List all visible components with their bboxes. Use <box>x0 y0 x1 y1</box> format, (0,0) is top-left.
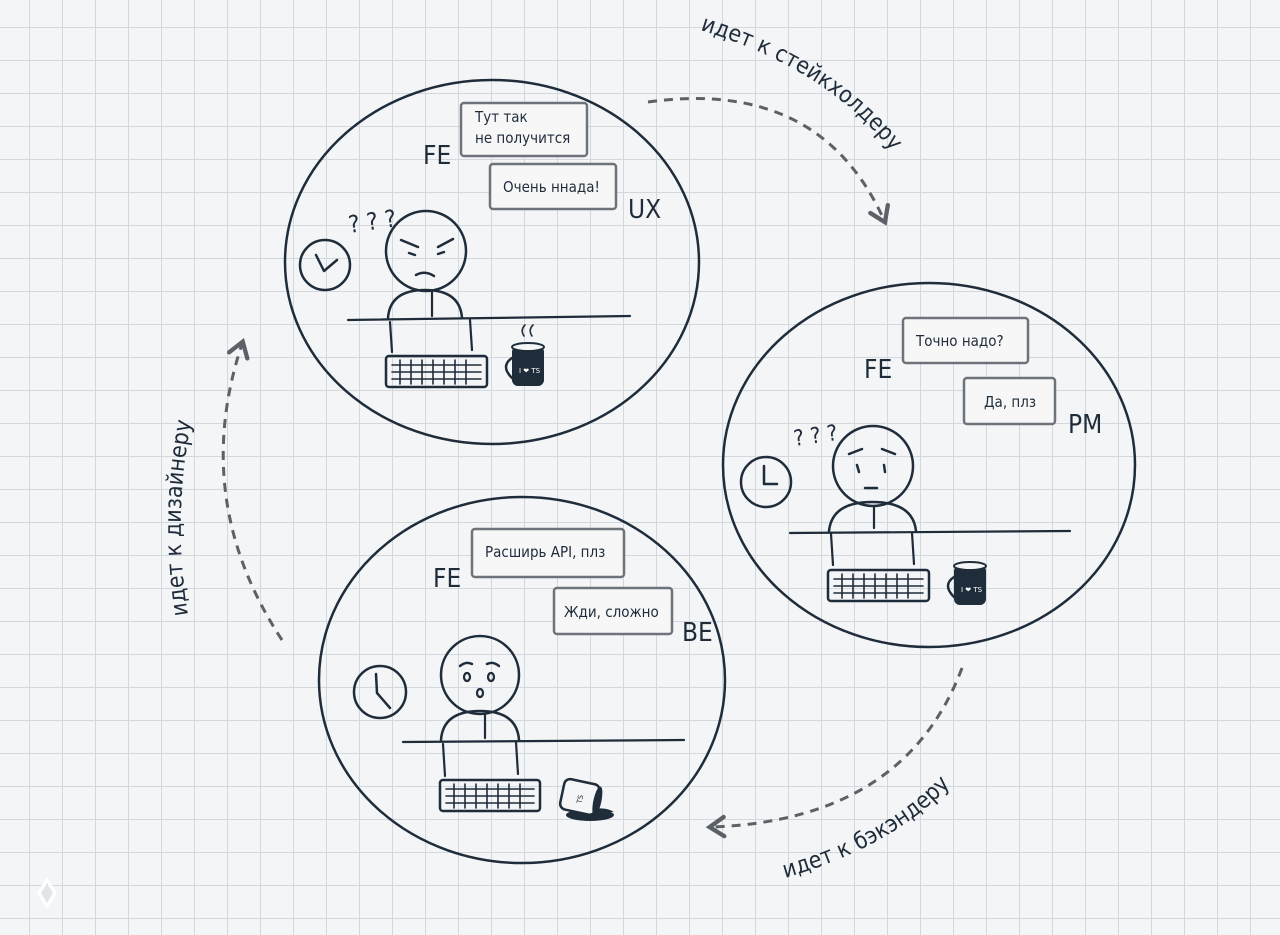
mug-label: TS <box>575 794 585 806</box>
thought-question-marks: ? ? ? <box>792 421 839 452</box>
developer-worried <box>827 424 918 533</box>
transition-label: идет к стейкхолдеру <box>698 11 907 155</box>
developer-angry <box>384 209 468 320</box>
speech-bubble-ux: Очень ннада! <box>488 162 618 211</box>
developer-sad <box>439 634 521 742</box>
bubble-text: Жди, сложно <box>564 603 659 621</box>
speech-bubble-fe: Расширь API, плз <box>470 527 626 579</box>
clock-icon <box>352 664 408 720</box>
speaker-label-fe: FE <box>423 141 451 171</box>
keyboard-icon <box>438 778 542 813</box>
scene-designer: Тут так не получится FE Очень ннада! UX … <box>283 78 701 446</box>
desk-line <box>346 314 632 322</box>
desk-line <box>788 529 1072 535</box>
coffee-mug-icon: I ❤ TS <box>504 324 545 386</box>
coffee-mug-icon: I ❤ TS <box>946 561 987 605</box>
speaker-label-fe: FE <box>433 564 461 594</box>
speech-bubble-pm: Да, плз <box>962 376 1057 426</box>
scene-backend: Расширь API, плз FE Жди, сложно BE <box>317 495 727 865</box>
bubble-text: Очень ннада! <box>503 178 600 196</box>
scene-stakeholder-circle <box>721 281 1137 649</box>
clock-icon <box>739 455 793 509</box>
bubble-text: Расширь API, плз <box>485 543 605 561</box>
mug-label: I ❤ TS <box>519 367 541 375</box>
speaker-label-be: BE <box>682 618 713 648</box>
bubble-text: Точно надо? <box>915 332 1004 350</box>
transition-label: идет к дизайнеру <box>161 418 197 618</box>
bubble-text: Да, плз <box>984 393 1036 411</box>
arrow-to-backend: идет к бэкэндеру <box>705 667 964 884</box>
speaker-label-fe: FE <box>864 355 892 385</box>
mug-label: I ❤ TS <box>961 586 983 594</box>
bubble-text-line2: не получится <box>475 129 570 147</box>
spilled-mug-icon: TS <box>558 777 614 821</box>
desk-line <box>401 738 686 744</box>
arrow-to-stakeholder: идет к стейкхолдеру <box>647 11 908 226</box>
keyboard-icon <box>384 354 489 389</box>
scene-backend-circle <box>317 495 727 865</box>
scene-designer-circle <box>283 78 701 446</box>
scene-stakeholder: Точно надо? FE Да, плз PM ? ? ? <box>721 281 1137 649</box>
bubble-text-line1: Тут так <box>474 108 528 126</box>
keyboard-icon <box>826 568 931 603</box>
speech-bubble-fe: Тут так не получится <box>459 101 589 158</box>
speech-bubble-be: Жди, сложно <box>552 586 674 636</box>
speaker-label-pm: PM <box>1068 410 1102 440</box>
clock-icon <box>298 238 352 292</box>
speech-bubble-fe: Точно надо? <box>901 316 1030 365</box>
transition-label: идет к бэкэндеру <box>779 771 954 884</box>
arrow-to-designer: идет к дизайнеру <box>161 338 284 641</box>
speaker-label-ux: UX <box>628 195 661 225</box>
brand-logo-icon <box>37 877 57 909</box>
